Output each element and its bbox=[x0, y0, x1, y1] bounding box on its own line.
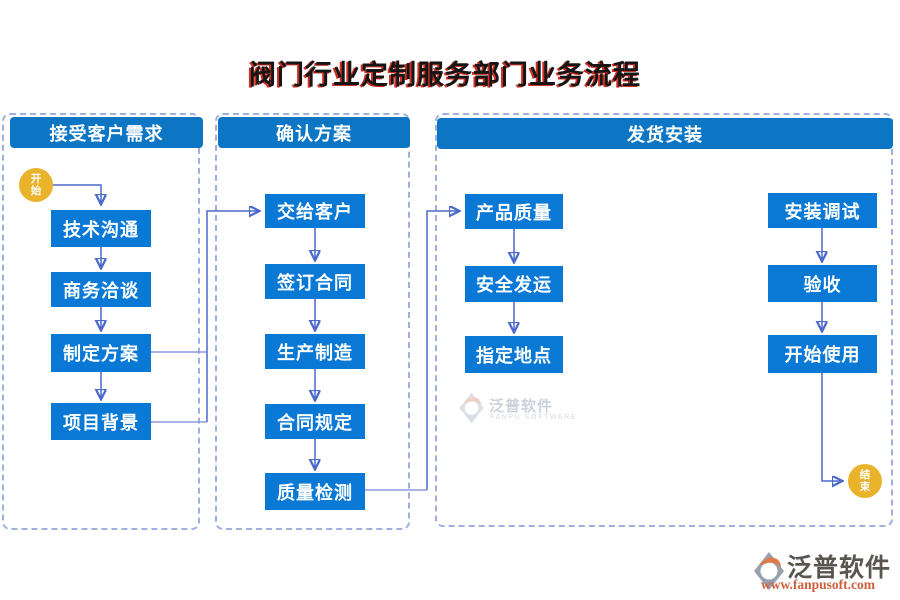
flow-step-quality-inspection: 质量检测 bbox=[265, 473, 365, 510]
watermark-footer: 泛普软件 www.fanpusoft.com bbox=[753, 548, 898, 598]
flow-step-project-background: 项目背景 bbox=[51, 403, 151, 440]
connector-col1-to-deliver bbox=[206, 211, 258, 422]
flow-step-designated-location: 指定地点 bbox=[465, 336, 563, 373]
flow-step-deliver-to-customer: 交给客户 bbox=[265, 194, 365, 228]
panel-confirm-plan bbox=[215, 113, 410, 530]
flow-step-make-plan: 制定方案 bbox=[51, 334, 151, 372]
panel-header-confirm-plan: 确认方案 bbox=[218, 117, 410, 148]
connector-start-to-technical bbox=[53, 184, 101, 203]
fanpu-logo-icon bbox=[754, 552, 784, 590]
watermark-brand-text: 泛普软件 bbox=[489, 398, 554, 415]
page-title: 阀门行业定制服务部门业务流程 bbox=[249, 60, 641, 90]
flow-step-safe-shipment: 安全发运 bbox=[465, 266, 563, 302]
connector-using-to-end bbox=[821, 373, 841, 481]
flow-step-sign-contract: 签订合同 bbox=[265, 264, 365, 299]
flow-step-technical-communication: 技术沟通 bbox=[51, 210, 151, 247]
footer-brand-text: 泛普软件 bbox=[787, 554, 892, 582]
panel-header-accept-customer-requirements: 接受客户需求 bbox=[10, 117, 203, 148]
flow-step-acceptance: 验收 bbox=[768, 265, 877, 302]
watermark-center: 泛普软件 FANPU SOFTWARE bbox=[458, 391, 578, 427]
flow-step-business-negotiation: 商务洽谈 bbox=[51, 272, 151, 307]
flow-step-installation-debugging: 安装调试 bbox=[768, 193, 877, 228]
watermark-brand-subtitle: FANPU SOFTWARE bbox=[490, 414, 578, 421]
footer-url-text: www.fanpusoft.com bbox=[761, 577, 876, 592]
flow-step-start-using: 开始使用 bbox=[768, 335, 877, 373]
panel-accept-customer-requirements bbox=[2, 113, 200, 530]
fanpu-logo-watermark-icon bbox=[459, 392, 484, 424]
flow-step-production-manufacturing: 生产制造 bbox=[265, 334, 365, 369]
panel-delivery-installation bbox=[435, 113, 893, 527]
flow-step-contract-terms: 合同规定 bbox=[265, 404, 365, 439]
flow-step-product-quality: 产品质量 bbox=[465, 194, 563, 229]
panel-header-delivery-installation: 发货安装 bbox=[437, 118, 893, 149]
start-terminal: 开始 bbox=[19, 168, 53, 202]
end-terminal: 结束 bbox=[848, 464, 882, 498]
connector-col2-to-product-quality bbox=[426, 211, 458, 490]
